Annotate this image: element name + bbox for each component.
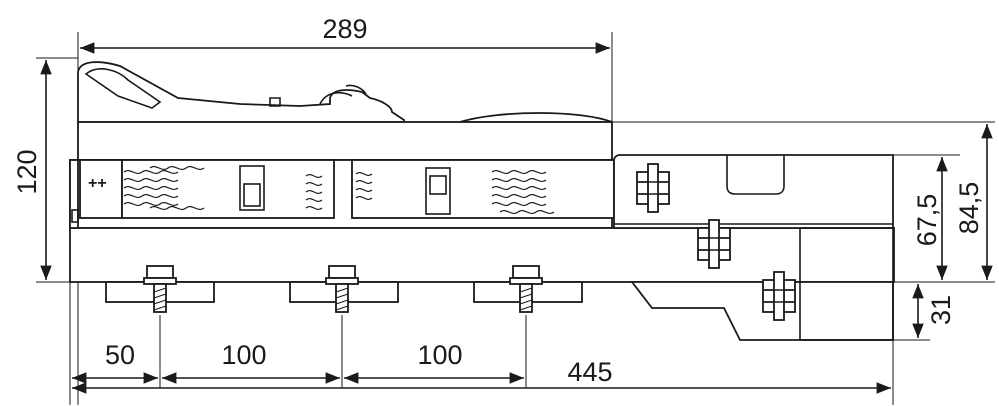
svg-text:445: 445 bbox=[567, 357, 612, 387]
svg-text:100: 100 bbox=[221, 340, 266, 370]
terminal-marks: ++ bbox=[88, 175, 107, 192]
svg-text:120: 120 bbox=[12, 149, 42, 194]
svg-text:84,5: 84,5 bbox=[954, 182, 984, 235]
clamp-screw-2 bbox=[697, 219, 731, 269]
svg-text:31: 31 bbox=[926, 295, 956, 325]
svg-text:50: 50 bbox=[105, 340, 135, 370]
fuse-switch-body: ++ bbox=[69, 61, 895, 341]
dimension-pitch-third: 100 bbox=[344, 340, 524, 384]
extension-lines bbox=[36, 32, 995, 405]
operating-handle bbox=[77, 61, 405, 123]
dimension-height-right-outer: 84,5 bbox=[954, 124, 993, 280]
dimension-pitch-second: 100 bbox=[162, 340, 340, 384]
svg-text:100: 100 bbox=[417, 340, 462, 370]
svg-text:289: 289 bbox=[322, 14, 367, 44]
dimension-height-left: 120 bbox=[12, 60, 52, 280]
dimension-offset-right: 31 bbox=[912, 284, 956, 338]
svg-text:67,5: 67,5 bbox=[912, 194, 942, 247]
clamp-screw-3 bbox=[762, 271, 796, 321]
dimension-top-width: 289 bbox=[80, 14, 610, 54]
dimension-pitch-first: 50 bbox=[72, 340, 158, 384]
clamp-screw-1 bbox=[636, 163, 670, 213]
dimension-total-length: 445 bbox=[72, 357, 891, 394]
cover-dome bbox=[459, 112, 613, 123]
dimension-height-right-inner: 67,5 bbox=[912, 157, 948, 280]
heat-sink-hatching-mid bbox=[305, 171, 373, 211]
